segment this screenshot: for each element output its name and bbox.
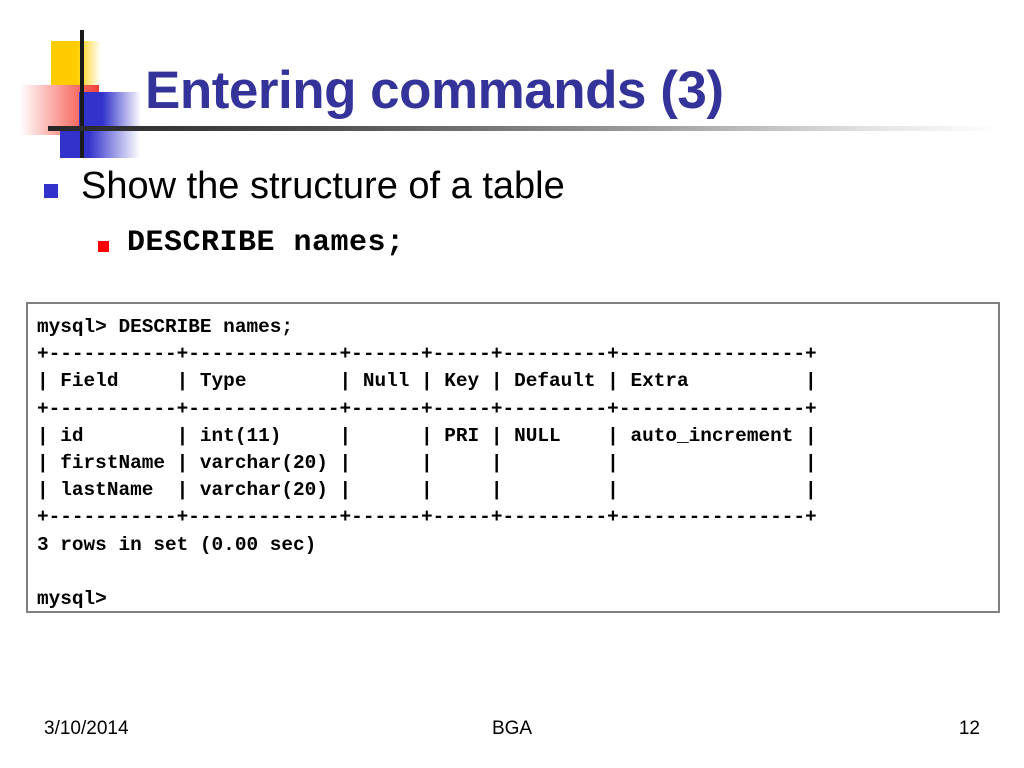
footer-date: 3/10/2014: [44, 718, 129, 739]
page-title: Entering commands (3): [145, 60, 724, 120]
bullet-level-1-label: Show the structure of a table: [81, 165, 565, 207]
logo-blue-square-upper: [79, 92, 141, 130]
slide-footer: 3/10/2014 BGA 12: [0, 718, 1024, 758]
square-bullet-icon: [44, 184, 58, 198]
square-bullet-icon: [98, 241, 109, 252]
slide-header: Entering commands (3): [0, 0, 1024, 158]
bullet-level-2-label: DESCRIBE names;: [127, 226, 405, 260]
logo-blue-square-lower: [60, 130, 140, 158]
logo-vertical-line: [80, 30, 84, 158]
bullet-level-1: Show the structure of a table: [44, 163, 565, 209]
console-output-box: mysql> DESCRIBE names; +-----------+----…: [26, 302, 1000, 613]
footer-page-number: 12: [958, 718, 980, 739]
console-output-text: mysql> DESCRIBE names; +-----------+----…: [37, 316, 817, 611]
footer-center-label: BGA: [491, 718, 533, 739]
title-divider-rule: [48, 126, 998, 131]
bullet-level-2: DESCRIBE names;: [98, 225, 405, 261]
decorative-logo: [20, 30, 141, 158]
